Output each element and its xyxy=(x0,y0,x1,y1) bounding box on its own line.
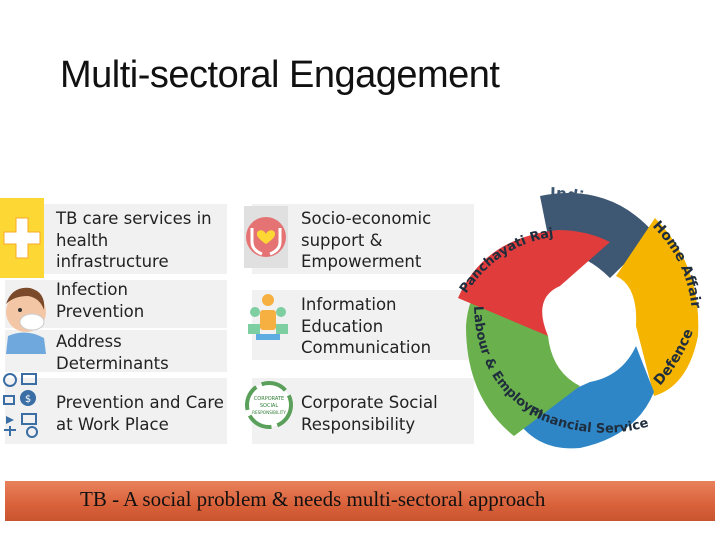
people-communication-icon xyxy=(248,294,288,340)
banner-text: TB - A social problem & needs multi-sect… xyxy=(80,487,546,511)
csr-cycle-icon: CORPORATE SOCIAL RESPONSIBILITY xyxy=(245,381,293,429)
segment-home-affairs-defence xyxy=(616,218,699,396)
segment-indian-post xyxy=(540,193,655,278)
slide-title: Multi-sectoral Engagement xyxy=(60,54,500,96)
label-address-determinants: Address Determinants xyxy=(56,332,169,373)
label-socio-economic: Socio-economic support & Empowerment xyxy=(301,209,432,271)
ministries-pinwheel: Indian Post Home Affairs Defence Financi… xyxy=(440,186,704,449)
csr-icon-text-2: SOCIAL xyxy=(260,403,278,409)
csr-icon-text-3: RESPONSIBILITY xyxy=(252,410,286,415)
segment-financial-services xyxy=(514,346,654,449)
svg-text:$: $ xyxy=(25,394,31,405)
segment-labour-employment xyxy=(466,282,580,436)
label-infection-prevention: Infection Prevention xyxy=(56,280,145,321)
bottom-banner xyxy=(5,481,715,521)
hands-heart-icon xyxy=(244,206,288,268)
medical-cross-icon xyxy=(0,198,44,278)
label-iec: Information Education Communication xyxy=(301,295,432,357)
segment-panchayati-raj xyxy=(458,230,610,336)
csr-icon-text-1: CORPORATE xyxy=(254,396,284,402)
coughing-person-icon xyxy=(6,287,46,354)
label-workplace: Prevention and Care at Work Place xyxy=(56,393,224,434)
label-csr: Corporate Social Responsibility xyxy=(301,393,438,434)
workplace-icons: $ xyxy=(3,373,38,438)
card-iec xyxy=(252,290,474,360)
card-workplace xyxy=(5,378,227,444)
label-tb-care: TB care services in health infrastructur… xyxy=(56,209,212,271)
card-socio-economic xyxy=(252,204,474,274)
